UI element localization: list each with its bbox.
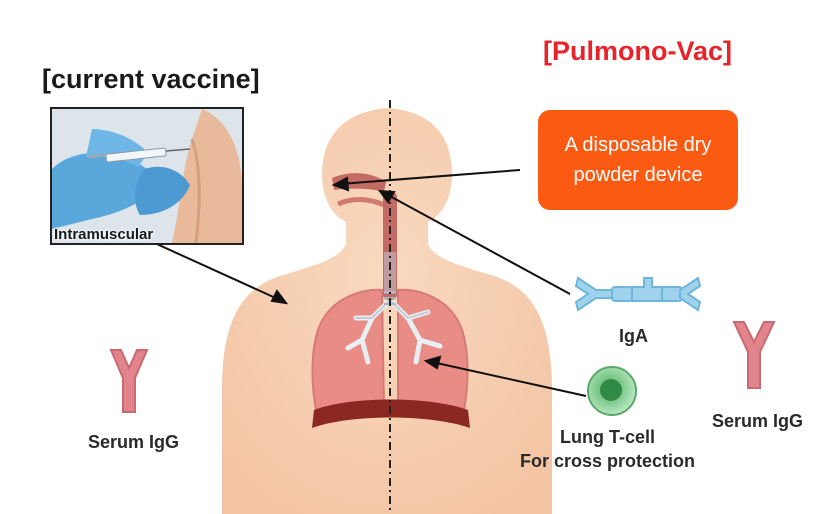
human-body <box>222 108 552 514</box>
serum-igg-label-right: Serum IgG <box>712 411 804 431</box>
tcell-label-line-1: Lung T-cell <box>560 427 656 447</box>
igg-antibody-icon-right <box>732 321 776 389</box>
arrows <box>147 169 587 397</box>
current-vaccine-heading: [current vaccine] <box>42 64 260 94</box>
injection-illustration <box>52 109 242 243</box>
pulmono-vac-heading: [Pulmono-Vac] <box>543 36 733 66</box>
igg-antibody-icon-left <box>109 349 149 413</box>
device-callout: A disposable dry powder device <box>538 110 738 210</box>
intramuscular-photo: Intramuscular <box>50 107 244 245</box>
lungs <box>311 192 470 428</box>
tcell-icon <box>587 366 637 416</box>
device-line-2: powder device <box>573 164 703 186</box>
serum-igg-label-left: Serum IgG <box>88 432 180 452</box>
iga-dimer-icon <box>574 276 702 312</box>
device-line-1: A disposable dry <box>564 134 712 156</box>
tcell-label-line-2: For cross protection <box>520 451 696 471</box>
intramuscular-label: Intramuscular <box>54 226 154 243</box>
iga-label: IgA <box>619 326 648 346</box>
tcell-label: Lung T-cell For cross protection <box>520 425 695 473</box>
